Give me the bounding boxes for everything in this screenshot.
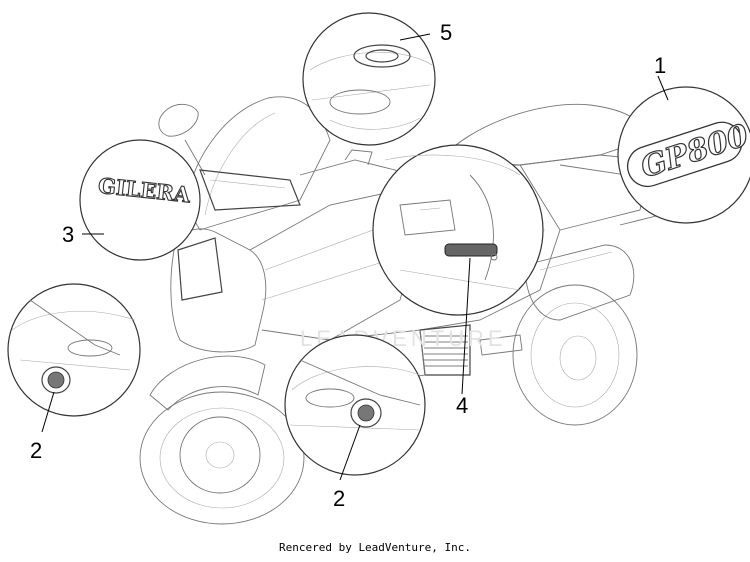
- side-badge: [444, 243, 498, 257]
- detail-circle-3: [79, 139, 201, 261]
- emblem-left: [41, 366, 71, 394]
- callout-2-lower: 2: [333, 486, 345, 511]
- scooter-drawing: [139, 96, 661, 525]
- emblem-lower: [350, 398, 382, 428]
- footer-credit: Rencered by LeadVenture, Inc.: [278, 541, 472, 554]
- callout-1: 1: [654, 53, 666, 78]
- cap-emblem: [353, 44, 411, 68]
- callout-3: 3: [62, 222, 74, 247]
- callout-4: 4: [456, 393, 468, 418]
- callout-5: 5: [440, 20, 452, 45]
- detail-circle-5: [302, 12, 436, 146]
- detail-circle-4: [372, 144, 544, 316]
- detail-circle-2-left: [7, 283, 141, 417]
- detail-circle-2-lower: [284, 334, 426, 476]
- callout-2-left: 2: [30, 438, 42, 463]
- leader-lines: [41, 33, 669, 481]
